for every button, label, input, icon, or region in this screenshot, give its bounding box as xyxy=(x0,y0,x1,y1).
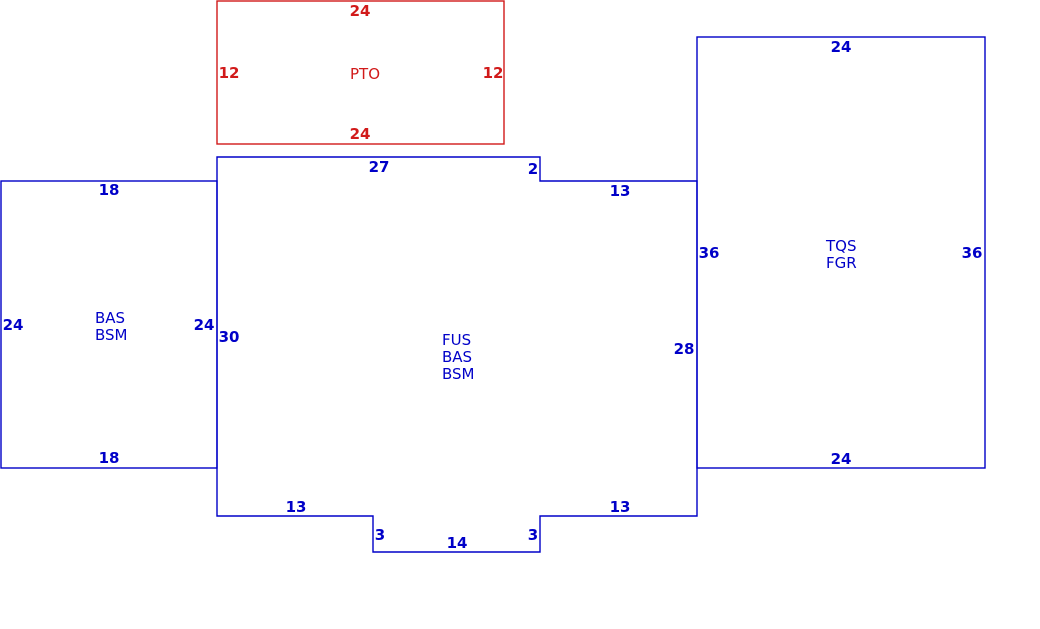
main-dim-bottom-right: 13 xyxy=(610,498,631,516)
garage-label-1: TQS xyxy=(825,237,857,255)
main-label-3: BSM xyxy=(442,365,475,383)
pto-dim-right: 12 xyxy=(483,64,504,82)
pto-dim-top: 24 xyxy=(350,2,371,20)
main-dim-notch-left: 3 xyxy=(375,526,385,544)
main-dim-left: 30 xyxy=(219,328,240,346)
main-dim-notch-bottom: 14 xyxy=(447,534,468,552)
pto-dim-bottom: 24 xyxy=(350,125,371,143)
garage-dim-right: 36 xyxy=(962,244,983,262)
left-wing-dim-left: 24 xyxy=(3,316,24,334)
garage-dim-left: 36 xyxy=(699,244,720,262)
main-dim-right: 28 xyxy=(674,340,695,358)
main-dim-top-right: 13 xyxy=(610,182,631,200)
main-dim-step-right: 2 xyxy=(528,160,538,178)
main-dim-top: 27 xyxy=(369,158,390,176)
main-label-1: FUS xyxy=(442,331,471,349)
garage-outline xyxy=(696,36,986,469)
left-wing-dim-bottom: 18 xyxy=(99,449,120,467)
pto-dim-left: 12 xyxy=(219,64,240,82)
pto-label: PTO xyxy=(350,65,380,83)
main-dim-notch-right: 3 xyxy=(528,526,538,544)
garage-dim-top: 24 xyxy=(831,38,852,56)
left-wing-dim-top: 18 xyxy=(99,181,120,199)
garage-dim-bottom: 24 xyxy=(831,450,852,468)
main-dim-bottom-left: 13 xyxy=(286,498,307,516)
left-wing-label-2: BSM xyxy=(95,326,128,344)
main-label-2: BAS xyxy=(442,348,472,366)
garage-label-2: FGR xyxy=(826,254,857,272)
left-wing-dim-right: 24 xyxy=(194,316,215,334)
pto-outline xyxy=(216,0,505,145)
main-outline xyxy=(216,156,698,553)
left-wing-label-1: BAS xyxy=(95,309,125,327)
